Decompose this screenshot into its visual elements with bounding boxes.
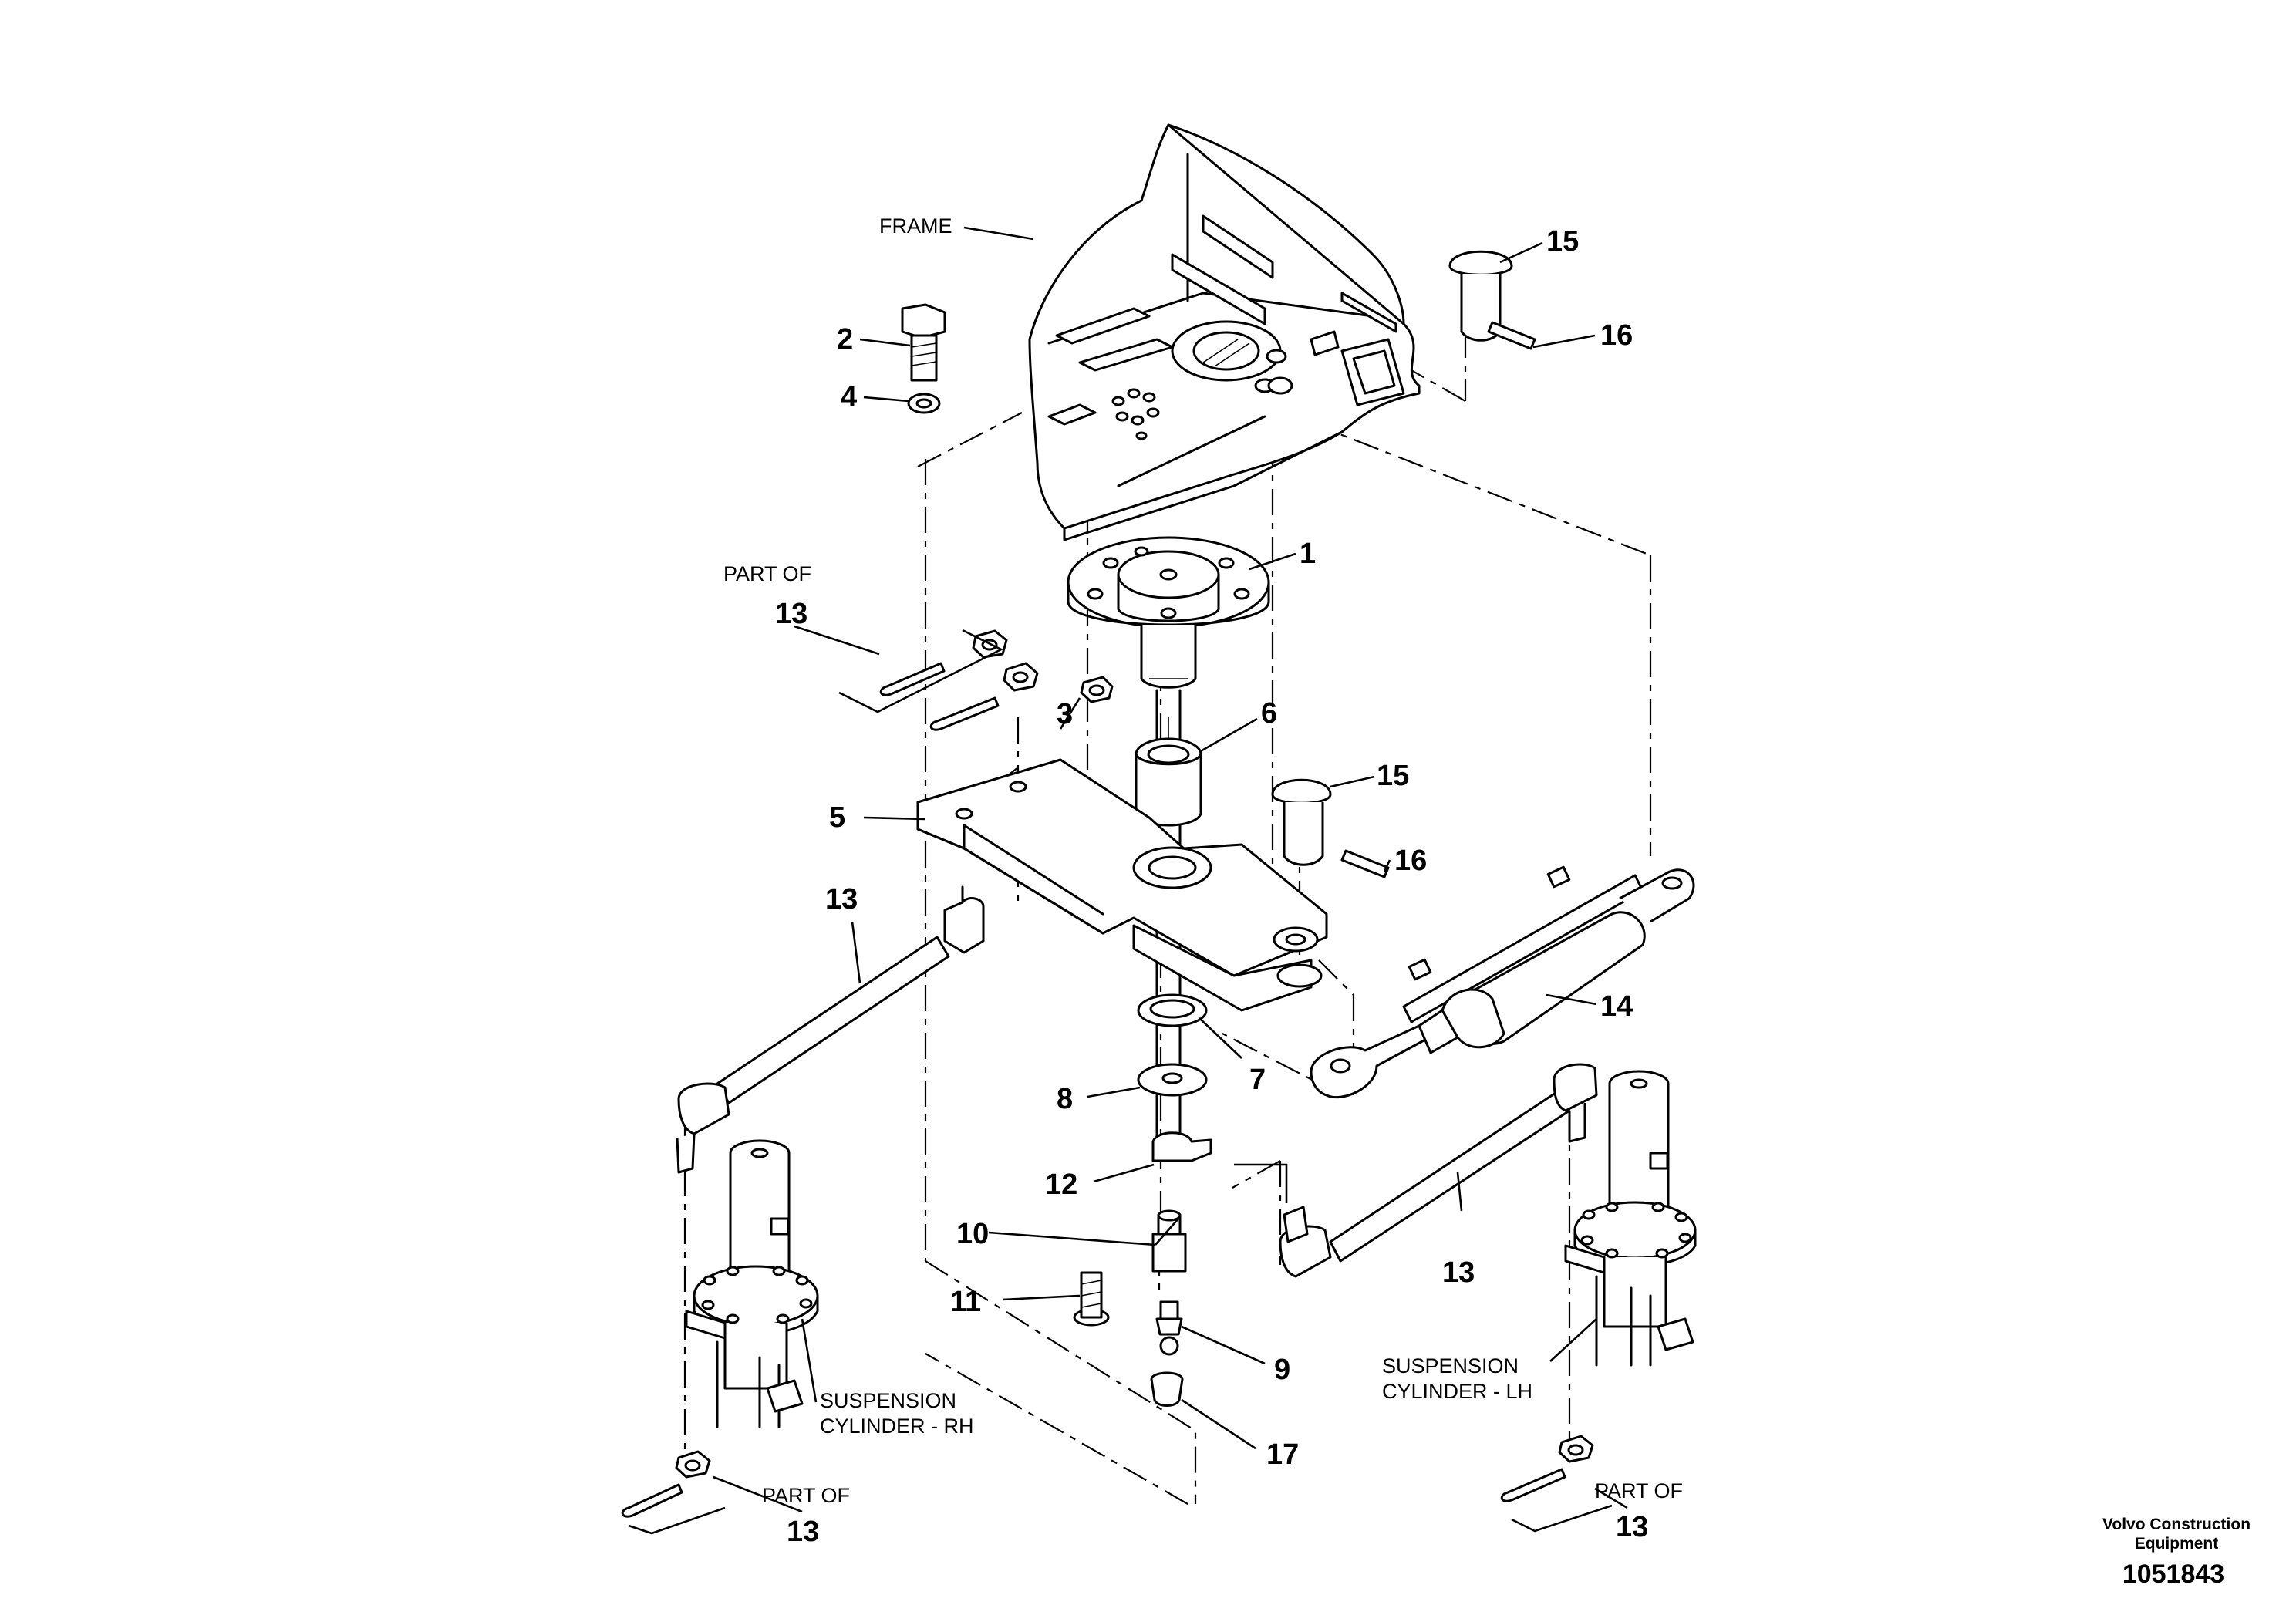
callout-14: 14: [1600, 990, 1633, 1023]
callout-16-upper: 16: [1600, 319, 1633, 352]
bolt-2: [901, 303, 946, 382]
callout-13-lh: 13: [1616, 1511, 1648, 1543]
pin-15-upper: [1448, 250, 1513, 342]
callout-6: 6: [1261, 697, 1277, 730]
callout-4: 4: [841, 381, 857, 413]
callout-17: 17: [1266, 1438, 1299, 1471]
cylinder-rh-label: CYLINDER - RH: [820, 1415, 974, 1438]
part-of-label-lh: PART OF: [1595, 1479, 1683, 1502]
screw-11: [1073, 1271, 1110, 1327]
seal-7: [1137, 993, 1208, 1027]
callout-7: 7: [1249, 1064, 1266, 1096]
text-labels: FRAME 2 4 15 16 1 PART OF 13 3 6 5 15 16…: [723, 214, 2250, 1589]
part-of-label-upper: PART OF: [723, 562, 811, 585]
callout-13-right: 13: [1442, 1256, 1475, 1289]
callout-2: 2: [837, 323, 853, 356]
callout-11: 11: [950, 1286, 981, 1318]
nut-cotter-lh: [1500, 1435, 1594, 1502]
part-of-label-rh: PART OF: [762, 1484, 850, 1507]
frame-label: FRAME: [879, 214, 952, 238]
callout-12: 12: [1045, 1168, 1077, 1201]
cotter-16-lower: [1340, 849, 1390, 878]
sensor-10: [1151, 1209, 1187, 1273]
callout-9: 9: [1274, 1354, 1290, 1386]
fitting-9: [1155, 1300, 1183, 1356]
suspension-cylinder-lh: [1564, 1070, 1697, 1367]
document-number: 1051843: [2122, 1560, 2224, 1589]
callout-13-upper: 13: [775, 598, 807, 630]
callout-10: 10: [956, 1218, 989, 1250]
washer-4: [907, 393, 941, 414]
callout-3: 3: [1057, 698, 1073, 730]
callout-16-lower: 16: [1394, 845, 1427, 877]
suspension-label-lh: SUSPENSION: [1382, 1354, 1519, 1378]
cotter-16-upper: [1487, 321, 1536, 350]
credit-line-1: Volvo Construction: [2102, 1516, 2250, 1533]
callout-13-rh: 13: [787, 1516, 819, 1548]
lock-plate-12: [1151, 1131, 1212, 1162]
callout-8: 8: [1057, 1083, 1073, 1115]
callout-13-left: 13: [825, 883, 858, 916]
tie-rod-lh: [1279, 1063, 1598, 1278]
steering-arm-5: [916, 758, 1328, 1012]
callout-1: 1: [1300, 538, 1316, 570]
cylinder-lh-label: CYLINDER - LH: [1382, 1380, 1532, 1403]
bushing-6: [1135, 737, 1202, 827]
leader-lines: [628, 226, 1628, 1535]
pin-15-lower: [1271, 778, 1332, 866]
steering-cylinder-14: [1310, 865, 1695, 1099]
callout-5: 5: [829, 801, 845, 834]
nuts-and-cotters-upper: [879, 629, 1114, 731]
suspension-label-rh: SUSPENSION: [820, 1389, 956, 1412]
cap-17: [1150, 1371, 1184, 1407]
tie-rod-rh: [676, 885, 985, 1174]
nut-cotter-rh: [621, 1450, 711, 1518]
washer-8: [1137, 1063, 1208, 1097]
suspension-cylinder-rh: [685, 1139, 819, 1428]
bearing-flange-1: [1067, 536, 1270, 689]
callout-15-upper: 15: [1546, 225, 1579, 258]
credit-line-2: Equipment: [2135, 1535, 2219, 1553]
callout-15-lower: 15: [1377, 760, 1409, 792]
frame-assembly: [1028, 123, 1421, 541]
